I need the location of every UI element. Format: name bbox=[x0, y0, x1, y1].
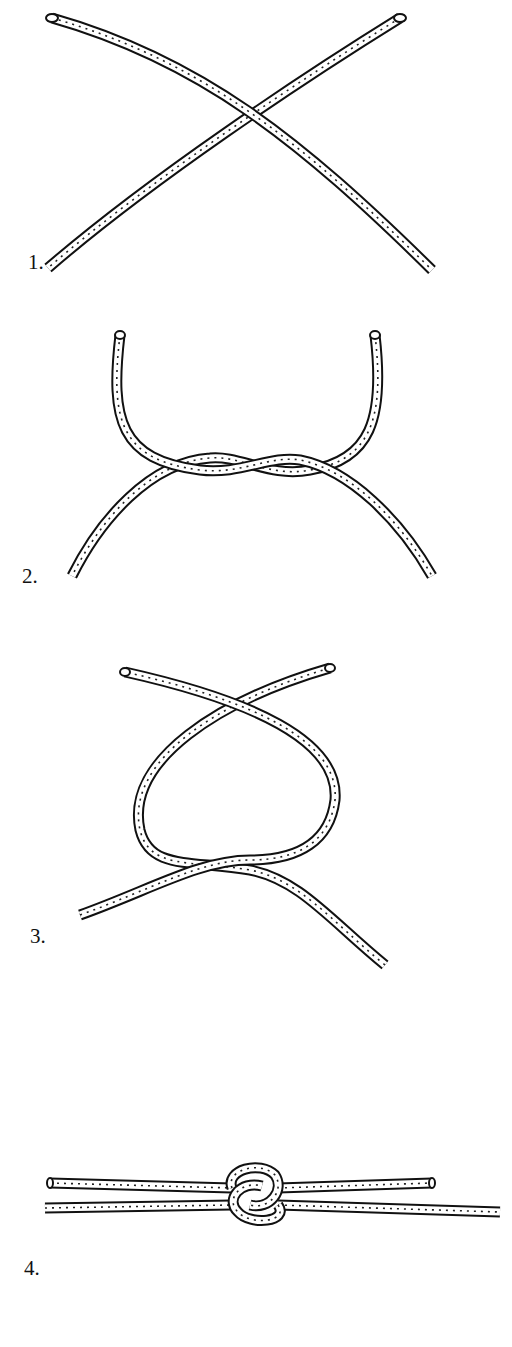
rope-end bbox=[370, 331, 380, 339]
rope-core bbox=[117, 335, 432, 576]
rope-end bbox=[47, 1178, 53, 1188]
rope-outline bbox=[45, 1205, 232, 1208]
rope-end bbox=[429, 1178, 435, 1188]
rope-outline bbox=[50, 1183, 232, 1188]
rope-twist bbox=[52, 18, 432, 270]
rope-twist bbox=[233, 1185, 280, 1221]
rope-twist bbox=[278, 1183, 432, 1188]
rope-strand bbox=[278, 1183, 432, 1188]
step-number: 3. bbox=[30, 926, 46, 947]
step-number: 4. bbox=[24, 1258, 40, 1279]
rope-end bbox=[120, 668, 130, 676]
rope-strand bbox=[117, 335, 432, 576]
rope-strand bbox=[278, 1205, 500, 1212]
rope-twist bbox=[50, 1183, 232, 1188]
rope-end bbox=[394, 14, 406, 22]
rope-outline bbox=[117, 335, 432, 576]
rope-twist bbox=[45, 1205, 232, 1208]
rope-core bbox=[278, 1205, 500, 1212]
rope-strand bbox=[233, 1185, 280, 1221]
rope-twist bbox=[278, 1205, 500, 1212]
rope-core bbox=[278, 1183, 432, 1188]
rope-twist bbox=[48, 18, 400, 268]
rope-core bbox=[50, 1183, 232, 1188]
rope-strand bbox=[52, 18, 432, 270]
rope-core bbox=[52, 18, 432, 270]
rope-end bbox=[46, 14, 58, 22]
rope-outline bbox=[48, 18, 400, 268]
rope-core bbox=[233, 1185, 280, 1221]
rope-core bbox=[48, 18, 400, 268]
rope-strand bbox=[80, 672, 335, 915]
rope-strand bbox=[45, 1205, 232, 1208]
rope-core bbox=[80, 672, 335, 915]
rope-strand bbox=[50, 1183, 232, 1188]
rope-outline bbox=[233, 1185, 280, 1221]
rope-outline bbox=[278, 1205, 500, 1212]
rope-twist bbox=[80, 672, 335, 915]
rope-strand bbox=[48, 18, 400, 268]
rope-end bbox=[115, 331, 125, 339]
step-number: 1. bbox=[28, 252, 44, 273]
rope-end bbox=[325, 664, 335, 672]
rope-outline bbox=[52, 18, 432, 270]
step-number: 2. bbox=[22, 566, 38, 587]
rope-core bbox=[45, 1205, 232, 1208]
rope-twist bbox=[117, 335, 432, 576]
rope-outline bbox=[80, 672, 335, 915]
rope-outline bbox=[278, 1183, 432, 1188]
